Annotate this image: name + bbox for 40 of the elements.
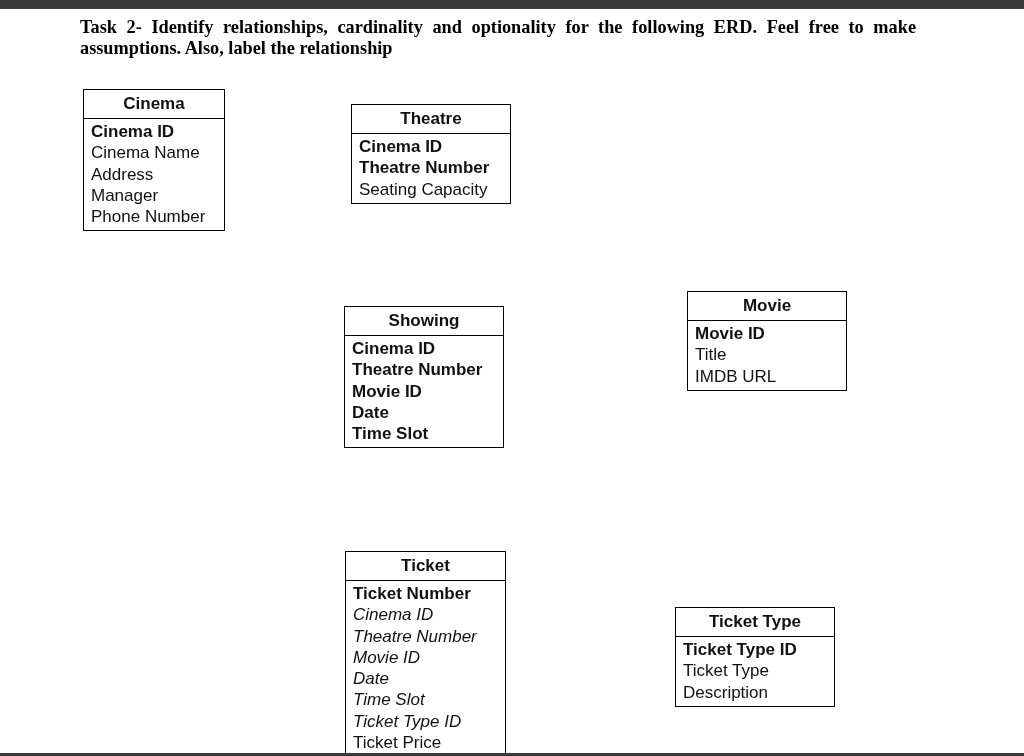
- attribute-name: Movie ID: [352, 380, 422, 402]
- attribute-name: Ticket Price: [353, 732, 442, 754]
- entity-table: [675, 607, 835, 707]
- attribute-name: Ticket Type: [683, 660, 769, 682]
- entity-table: [687, 291, 847, 391]
- attribute-name: Movie ID: [353, 646, 421, 669]
- entity-name: Movie: [688, 292, 846, 321]
- attribute-name: Cinema ID: [91, 121, 175, 143]
- entity-table: [344, 306, 504, 449]
- attribute-name: Ticket Type ID: [683, 639, 797, 661]
- attribute-name: Cinema ID: [353, 604, 434, 626]
- attribute-name: Description: [683, 681, 769, 703]
- attribute-name: Cinema Name: [91, 142, 200, 164]
- attribute-name: Time Slot: [352, 423, 429, 445]
- attribute-name: Time Slot: [353, 689, 425, 711]
- entity-name: Ticket: [346, 552, 505, 581]
- attribute-name: Address: [91, 163, 154, 185]
- entity-name: Cinema: [84, 90, 224, 119]
- entity-name: Showing: [345, 307, 503, 336]
- attribute-name: Manager: [91, 184, 159, 207]
- entity-table: [351, 104, 511, 204]
- attribute-name: Ticket Number: [353, 583, 471, 605]
- attribute-name: Movie ID: [695, 323, 765, 345]
- task-heading: Task 2- Identify relationships, cardinality and optionality for the following ERD. Feel free to make assumptions. Also, label the relationship: [80, 17, 916, 59]
- attribute-name: Phone Number: [91, 206, 206, 228]
- entity-name: Theatre: [352, 105, 510, 134]
- attribute-name: Theatre Number: [353, 625, 477, 647]
- attribute-name: Theatre Number: [352, 359, 483, 381]
- entity-name: Ticket Type: [676, 608, 834, 637]
- entity-table: [83, 89, 225, 232]
- attribute-name: Seating Capacity: [359, 178, 488, 200]
- entity-table: [345, 551, 506, 756]
- attribute-name: IMDB URL: [695, 365, 777, 387]
- attribute-name: Ticket Type ID: [353, 710, 462, 733]
- attribute-name: Theatre Number: [359, 157, 490, 179]
- attribute-name: Date: [352, 401, 389, 424]
- attribute-name: Cinema ID: [352, 338, 436, 360]
- attribute-name: Date: [353, 668, 389, 690]
- attribute-name: Cinema ID: [359, 136, 443, 158]
- attribute-name: Title: [695, 344, 727, 366]
